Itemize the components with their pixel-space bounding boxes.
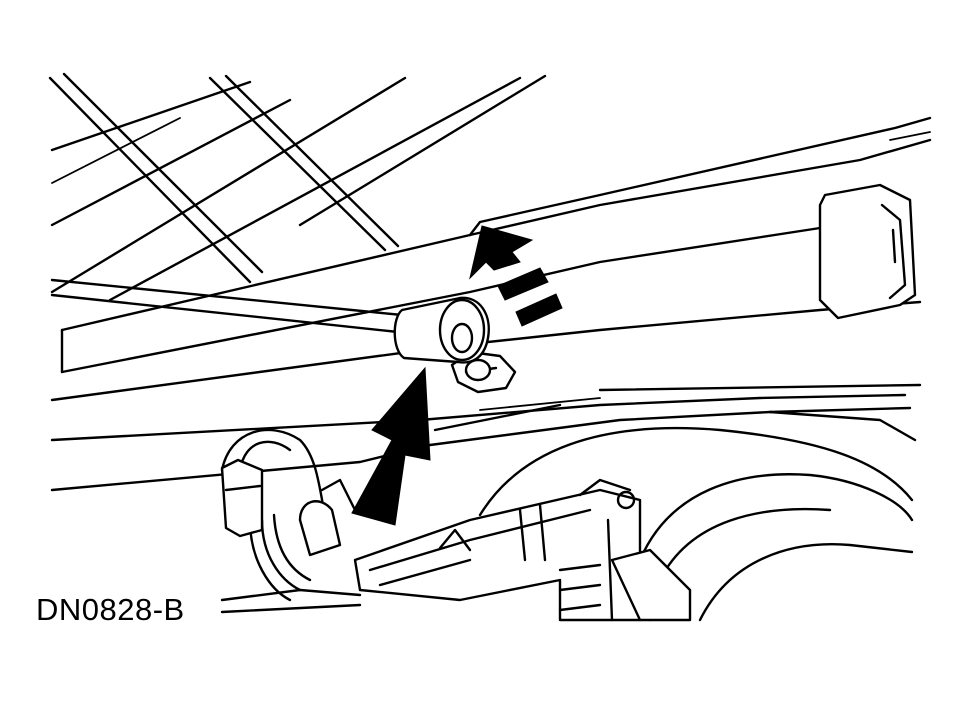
wiring-harness [220,428,357,602]
connector-bracket [353,478,692,622]
bottom-contour [220,588,362,614]
direction-arrow-icon [469,225,563,327]
right-housing [818,183,917,320]
figure-label: DN0828-B [36,592,185,627]
installation-arrow-icon [351,366,431,526]
upper-frame-members [48,72,547,302]
control-cable [50,278,404,334]
lower-body-contours [50,383,922,492]
cable-end-sleeve [393,296,490,364]
lower-panels [478,426,914,622]
